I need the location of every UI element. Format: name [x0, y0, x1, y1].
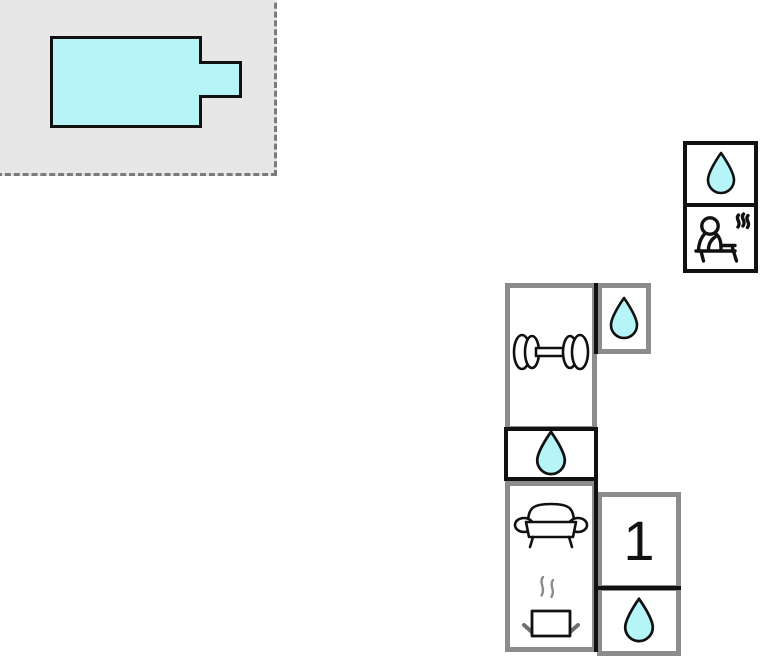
- sauna-icon: [687, 207, 754, 269]
- pool-tab-seam: [199, 64, 203, 95]
- gym-bathroom-divider: [594, 283, 598, 354]
- bedroom-bathroom-divider: [597, 586, 681, 590]
- mid-bathroom-room[interactable]: [504, 427, 598, 481]
- pool-tab: [199, 61, 242, 98]
- gym-room[interactable]: [505, 283, 597, 431]
- dumbbell-icon: [510, 322, 592, 382]
- water-drop-icon: [602, 288, 646, 349]
- bottom-bathroom-room[interactable]: [597, 586, 681, 656]
- water-drop-icon: [687, 145, 754, 203]
- swimming-pool[interactable]: [50, 36, 242, 128]
- water-drop-icon: [508, 430, 594, 477]
- living-bedroom-divider: [594, 481, 598, 652]
- sauna-block[interactable]: [683, 141, 758, 273]
- pool-body: [50, 36, 202, 128]
- bedroom-room[interactable]: 1: [597, 492, 681, 590]
- water-drop-icon: [602, 591, 676, 651]
- living-room[interactable]: [510, 494, 592, 556]
- living-kitchen-column[interactable]: [505, 481, 597, 652]
- bedroom-number: 1: [602, 497, 676, 585]
- room-number-label: 1: [623, 509, 655, 572]
- kitchen[interactable]: [510, 567, 592, 645]
- gym-bathroom-room[interactable]: [597, 283, 651, 354]
- sofa-icon: [510, 494, 592, 556]
- sauna-block-sauna[interactable]: [687, 207, 754, 269]
- sauna-block-divider: [687, 203, 754, 207]
- sauna-block-bathroom[interactable]: [687, 145, 754, 203]
- cooking-pot-icon: [510, 567, 592, 645]
